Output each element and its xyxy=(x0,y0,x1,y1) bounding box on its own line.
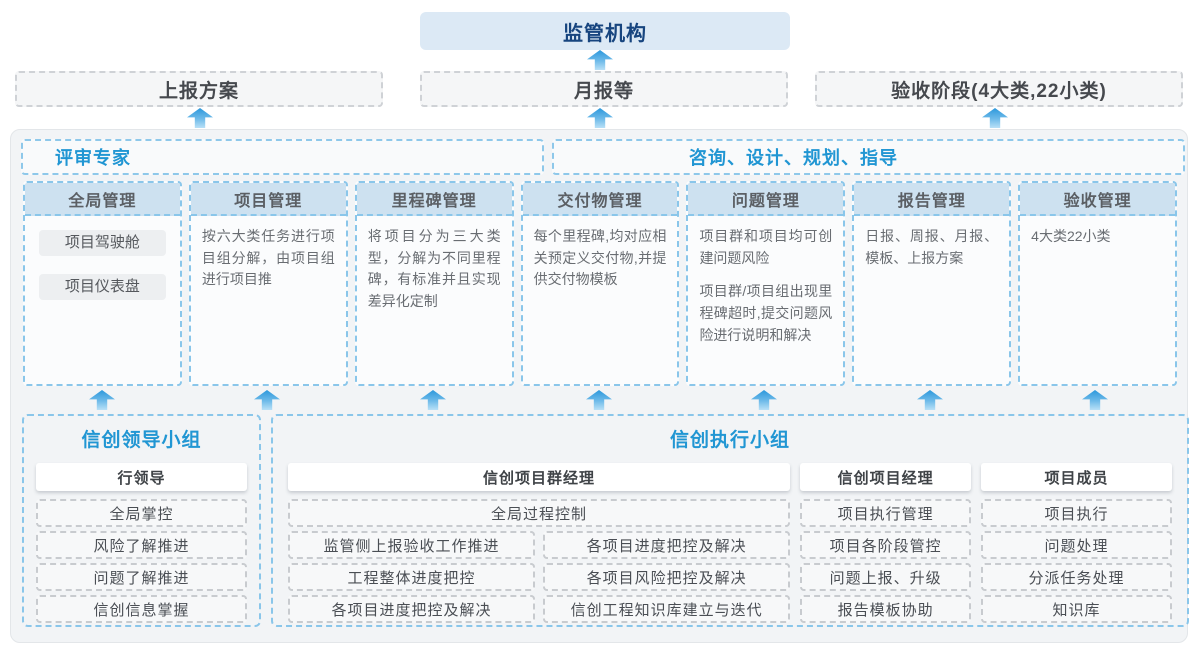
chip-project-cockpit: 项目驾驶舱 xyxy=(39,230,166,256)
execution-group-title: 信创执行小组 xyxy=(669,430,790,451)
column-header: 报告管理 xyxy=(854,183,1010,216)
list-item: 报告模板协助 xyxy=(800,595,972,623)
list-item: 监管侧上报验收工作推进 xyxy=(288,531,536,559)
role-header-bank-leader: 行领导 xyxy=(36,463,247,491)
up-arrow-icon xyxy=(89,390,115,410)
up-arrow-icon xyxy=(982,108,1008,128)
column-text: 将项目分为三大类型，分解为不同里程碑，有标准并且实现差异化定制 xyxy=(367,228,501,310)
column-body: 按六大类任务进行项目组分解，由项目组进行项目推 xyxy=(191,216,346,309)
monthly-report-box: 月报等 xyxy=(420,71,788,107)
review-experts-box: 评审专家 xyxy=(21,139,544,175)
up-arrow-icon xyxy=(254,390,280,410)
review-experts-label: 评审专家 xyxy=(55,148,131,168)
list-item: 问题了解推进 xyxy=(36,563,247,591)
column-acceptance-management: 验收管理 4大类22小类 xyxy=(1018,181,1178,386)
column-body: 每个里程碑,均对应相关预定义交付物,并提供交付物模板 xyxy=(523,216,678,309)
section-project-member: 项目成员 项目执行 问题处理 分派任务处理 知识库 xyxy=(981,456,1172,623)
leadership-group-title: 信创领导小组 xyxy=(81,430,202,451)
column-project-management: 项目管理 按六大类任务进行项目组分解，由项目组进行项目推 xyxy=(188,181,348,386)
section-program-manager: 信创项目群经理 全局过程控制 监管侧上报验收工作推进 各项目进度把控及解决 工程… xyxy=(288,456,791,623)
column-issue-management: 问题管理 项目群和项目均可创建问题风险 项目群/项目组出现里程碑超时,提交问题风… xyxy=(686,181,846,386)
chip-project-dashboard: 项目仪表盘 xyxy=(39,274,166,300)
column-text: 按六大类任务进行项目组分解，由项目组进行项目推 xyxy=(201,228,335,288)
up-arrow-icon xyxy=(751,390,777,410)
column-text: 每个里程碑,均对应相关预定义交付物,并提供交付物模板 xyxy=(533,228,667,288)
column-body: 4大类22小类 xyxy=(1020,216,1175,266)
list-item: 项目执行 xyxy=(981,499,1172,527)
column-header: 验收管理 xyxy=(1020,183,1176,216)
section-project-manager: 信创项目经理 项目执行管理 项目各阶段管控 问题上报、升级 报告模板协助 xyxy=(800,456,972,623)
list-item: 风险了解推进 xyxy=(36,531,247,559)
column-deliverable-management: 交付物管理 每个里程碑,均对应相关预定义交付物,并提供交付物模板 xyxy=(520,181,680,386)
role-header-project-member: 项目成员 xyxy=(981,463,1172,491)
column-header: 项目管理 xyxy=(190,183,346,216)
role-header-project-manager: 信创项目经理 xyxy=(800,463,972,491)
list-item: 项目执行管理 xyxy=(800,499,972,527)
column-text: 项目群/项目组出现里程碑超时,提交问题风险进行说明和解决 xyxy=(699,283,833,343)
column-header: 全局管理 xyxy=(25,183,180,216)
list-item: 问题处理 xyxy=(981,531,1172,559)
list-item: 各项目进度把控及解决 xyxy=(543,531,791,559)
column-body: 将项目分为三大类型，分解为不同里程碑，有标准并且实现差异化定制 xyxy=(357,216,512,331)
up-arrow-icon xyxy=(1082,390,1108,410)
management-columns: 全局管理 项目驾驶舱 项目仪表盘 项目管理 按六大类任务进行项目组分解，由项目组… xyxy=(23,181,1178,386)
up-arrow-icon xyxy=(187,108,213,128)
list-item: 问题上报、升级 xyxy=(800,563,972,591)
role-header-program-manager: 信创项目群经理 xyxy=(288,463,791,491)
report-plan-box: 上报方案 xyxy=(15,71,383,107)
column-body: 日报、周报、月报、模板、上报方案 xyxy=(854,216,1009,287)
acceptance-stage-box: 验收阶段(4大类,22小类) xyxy=(815,71,1183,107)
list-item: 各项目进度把控及解决 xyxy=(288,595,536,623)
column-global-management: 全局管理 项目驾驶舱 项目仪表盘 xyxy=(23,181,182,386)
list-item: 信创工程知识库建立与迭代 xyxy=(543,595,791,623)
column-report-management: 报告管理 日报、周报、月报、模板、上报方案 xyxy=(852,181,1012,386)
column-header: 交付物管理 xyxy=(522,183,678,216)
column-header: 里程碑管理 xyxy=(356,183,512,216)
main-panel: 评审专家 咨询、设计、规划、指导 全局管理 项目驾驶舱 项目仪表盘 项目管理 按… xyxy=(10,129,1189,643)
column-body: 项目驾驶舱 项目仪表盘 xyxy=(25,216,180,324)
regulator-box: 监管机构 xyxy=(420,12,790,50)
column-text: 项目群和项目均可创建问题风险 xyxy=(699,228,833,266)
execution-group: 信创执行小组 信创项目群经理 全局过程控制 监管侧上报验收工作推进 各项目进度把… xyxy=(271,414,1189,627)
consulting-box: 咨询、设计、规划、指导 xyxy=(552,139,1185,175)
up-arrow-icon xyxy=(586,390,612,410)
list-item: 各项目风险把控及解决 xyxy=(543,563,791,591)
consulting-label: 咨询、设计、规划、指导 xyxy=(689,148,898,168)
list-item: 全局掌控 xyxy=(36,499,247,527)
column-milestone-management: 里程碑管理 将项目分为三大类型，分解为不同里程碑，有标准并且实现差异化定制 xyxy=(354,181,514,386)
column-header: 问题管理 xyxy=(688,183,844,216)
column-text: 4大类22小类 xyxy=(1031,228,1111,244)
list-item: 项目各阶段管控 xyxy=(800,531,972,559)
leadership-group: 信创领导小组 行领导 全局掌控 风险了解推进 问题了解推进 信创信息掌握 xyxy=(22,414,261,627)
column-text: 日报、周报、月报、模板、上报方案 xyxy=(865,228,999,266)
up-arrow-icon xyxy=(917,390,943,410)
list-item: 知识库 xyxy=(981,595,1172,623)
list-item: 工程整体进度把控 xyxy=(288,563,536,591)
list-item: 分派任务处理 xyxy=(981,563,1172,591)
column-body: 项目群和项目均可创建问题风险 项目群/项目组出现里程碑超时,提交问题风险进行说明… xyxy=(688,216,843,364)
up-arrow-icon xyxy=(587,108,613,128)
up-arrow-icon xyxy=(587,50,613,70)
list-item: 信创信息掌握 xyxy=(36,595,247,623)
up-arrow-icon xyxy=(420,390,446,410)
list-item: 全局过程控制 xyxy=(288,499,791,527)
